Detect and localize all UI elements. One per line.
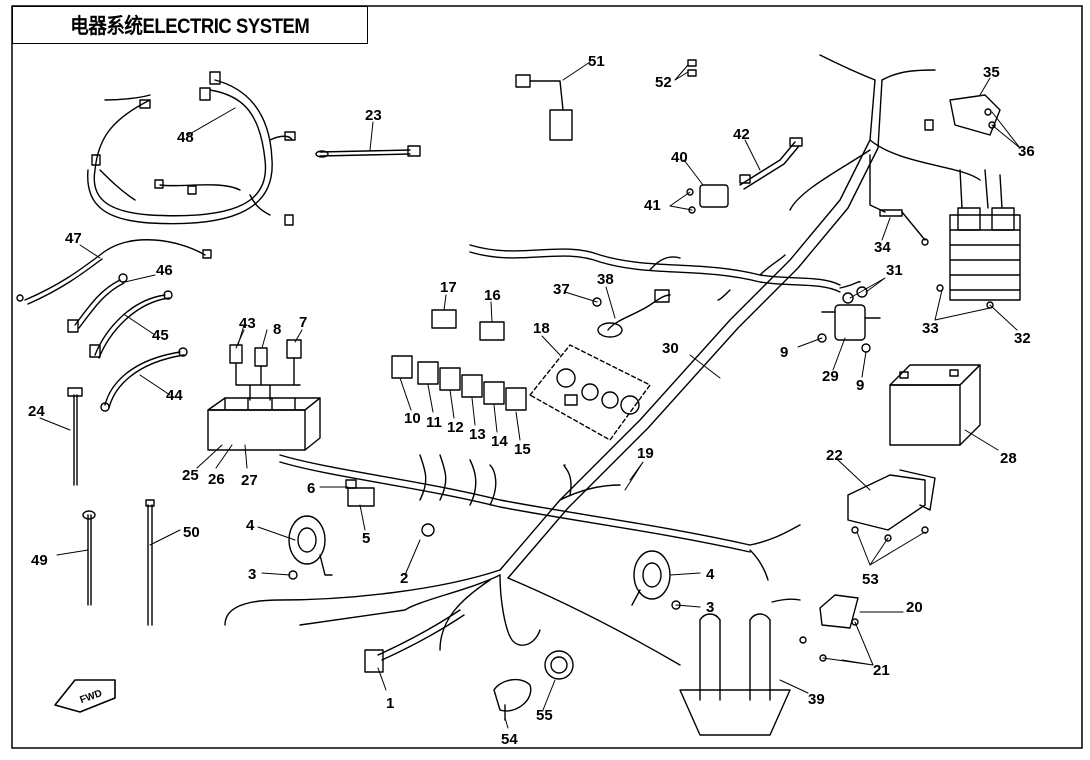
battery-holder — [679, 613, 791, 736]
callout-number: 47 — [65, 230, 82, 247]
horns — [288, 515, 681, 610]
callout-number: 53 — [862, 571, 879, 588]
diagram-border — [11, 5, 1083, 749]
callout-number: 35 — [983, 64, 1000, 81]
diagram-title-box: 电器系统ELECTRIC SYSTEM — [12, 6, 368, 44]
callout-number: 24 — [28, 403, 45, 420]
callout-number: 21 — [873, 662, 890, 679]
callout-number: 15 — [514, 441, 531, 458]
fwd-arrow — [54, 679, 116, 713]
voltage-regulator — [936, 169, 1021, 309]
ecu — [847, 469, 936, 542]
callout-number: 19 — [637, 445, 654, 462]
callout-number: 43 — [239, 315, 256, 332]
wiring-harness-48 — [87, 71, 296, 226]
callout-number: 39 — [808, 691, 825, 708]
callout-number: 25 — [182, 467, 199, 484]
battery — [889, 364, 981, 446]
callout-number: 48 — [177, 129, 194, 146]
callout-number: 27 — [241, 472, 258, 489]
callout-number: 49 — [31, 552, 48, 569]
callout-number: 9 — [856, 377, 864, 394]
callout-number: 34 — [874, 239, 891, 256]
callout-number: 12 — [447, 419, 464, 436]
callout-number: 36 — [1018, 143, 1035, 160]
callout-number: 28 — [1000, 450, 1017, 467]
callout-number: 32 — [1014, 330, 1031, 347]
callout-number: 20 — [906, 599, 923, 616]
connector-kit — [529, 344, 651, 441]
callout-number: 10 — [404, 410, 421, 427]
main-wiring-harness — [224, 54, 981, 666]
misc-sensors — [345, 479, 465, 673]
callout-number: 26 — [208, 471, 225, 488]
wire-23 — [315, 145, 421, 158]
callout-number: 17 — [440, 279, 457, 296]
fuse-box — [207, 339, 321, 451]
callout-number: 4 — [706, 566, 715, 583]
callout-number: 5 — [362, 530, 370, 547]
wires-44-47 — [16, 239, 212, 412]
callout-number: 31 — [886, 262, 903, 279]
callout-number: 8 — [273, 321, 281, 338]
callout-number: 3 — [706, 599, 714, 616]
callout-number: 9 — [780, 344, 788, 361]
callout-number: 14 — [491, 433, 508, 450]
callout-number: 4 — [246, 517, 255, 534]
callout-number: 22 — [826, 447, 843, 464]
callout-number: 37 — [553, 281, 570, 298]
callout-number: 55 — [536, 707, 553, 724]
diagram-title: 电器系统ELECTRIC SYSTEM — [70, 15, 310, 38]
callout-number: 11 — [426, 414, 442, 431]
callout-number: 23 — [365, 107, 382, 124]
parts-51-52 — [515, 59, 697, 141]
starter-relay — [817, 286, 881, 353]
callout-number: 46 — [156, 262, 173, 279]
callout-numbers: 1 2 3 3 4 4 5 6 7 8 9 9 10 11 12 13 14 1… — [28, 53, 1035, 748]
callout-number: 44 — [166, 387, 183, 404]
callout-number: 3 — [248, 566, 256, 583]
sensor-38 — [592, 289, 671, 338]
callout-number: 52 — [655, 74, 672, 91]
callout-number: 50 — [183, 524, 200, 541]
parts-40-42 — [686, 137, 803, 214]
callout-number: 42 — [733, 126, 750, 143]
callout-number: 38 — [597, 271, 614, 288]
parts-54-55 — [493, 650, 574, 721]
parts-20-21 — [771, 594, 859, 662]
callout-number: 1 — [386, 695, 394, 712]
callout-number: 6 — [307, 480, 315, 497]
callout-number: 7 — [299, 314, 307, 331]
callout-number: 2 — [400, 570, 408, 587]
callout-number: 51 — [588, 53, 605, 70]
callout-number: 18 — [533, 320, 550, 337]
callout-number: 54 — [501, 731, 518, 748]
callout-number: 29 — [822, 368, 839, 385]
callout-number: 45 — [152, 327, 169, 344]
cable-ties — [67, 387, 155, 626]
callout-number: 13 — [469, 426, 486, 443]
callout-number: 41 — [644, 197, 661, 214]
callout-number: 30 — [662, 340, 679, 357]
callout-number: 40 — [671, 149, 688, 166]
callout-number: 16 — [484, 287, 501, 304]
parts-34-36 — [869, 94, 1001, 246]
relays — [391, 309, 527, 411]
callout-leaders — [39, 61, 1021, 729]
callout-number: 33 — [922, 320, 939, 337]
